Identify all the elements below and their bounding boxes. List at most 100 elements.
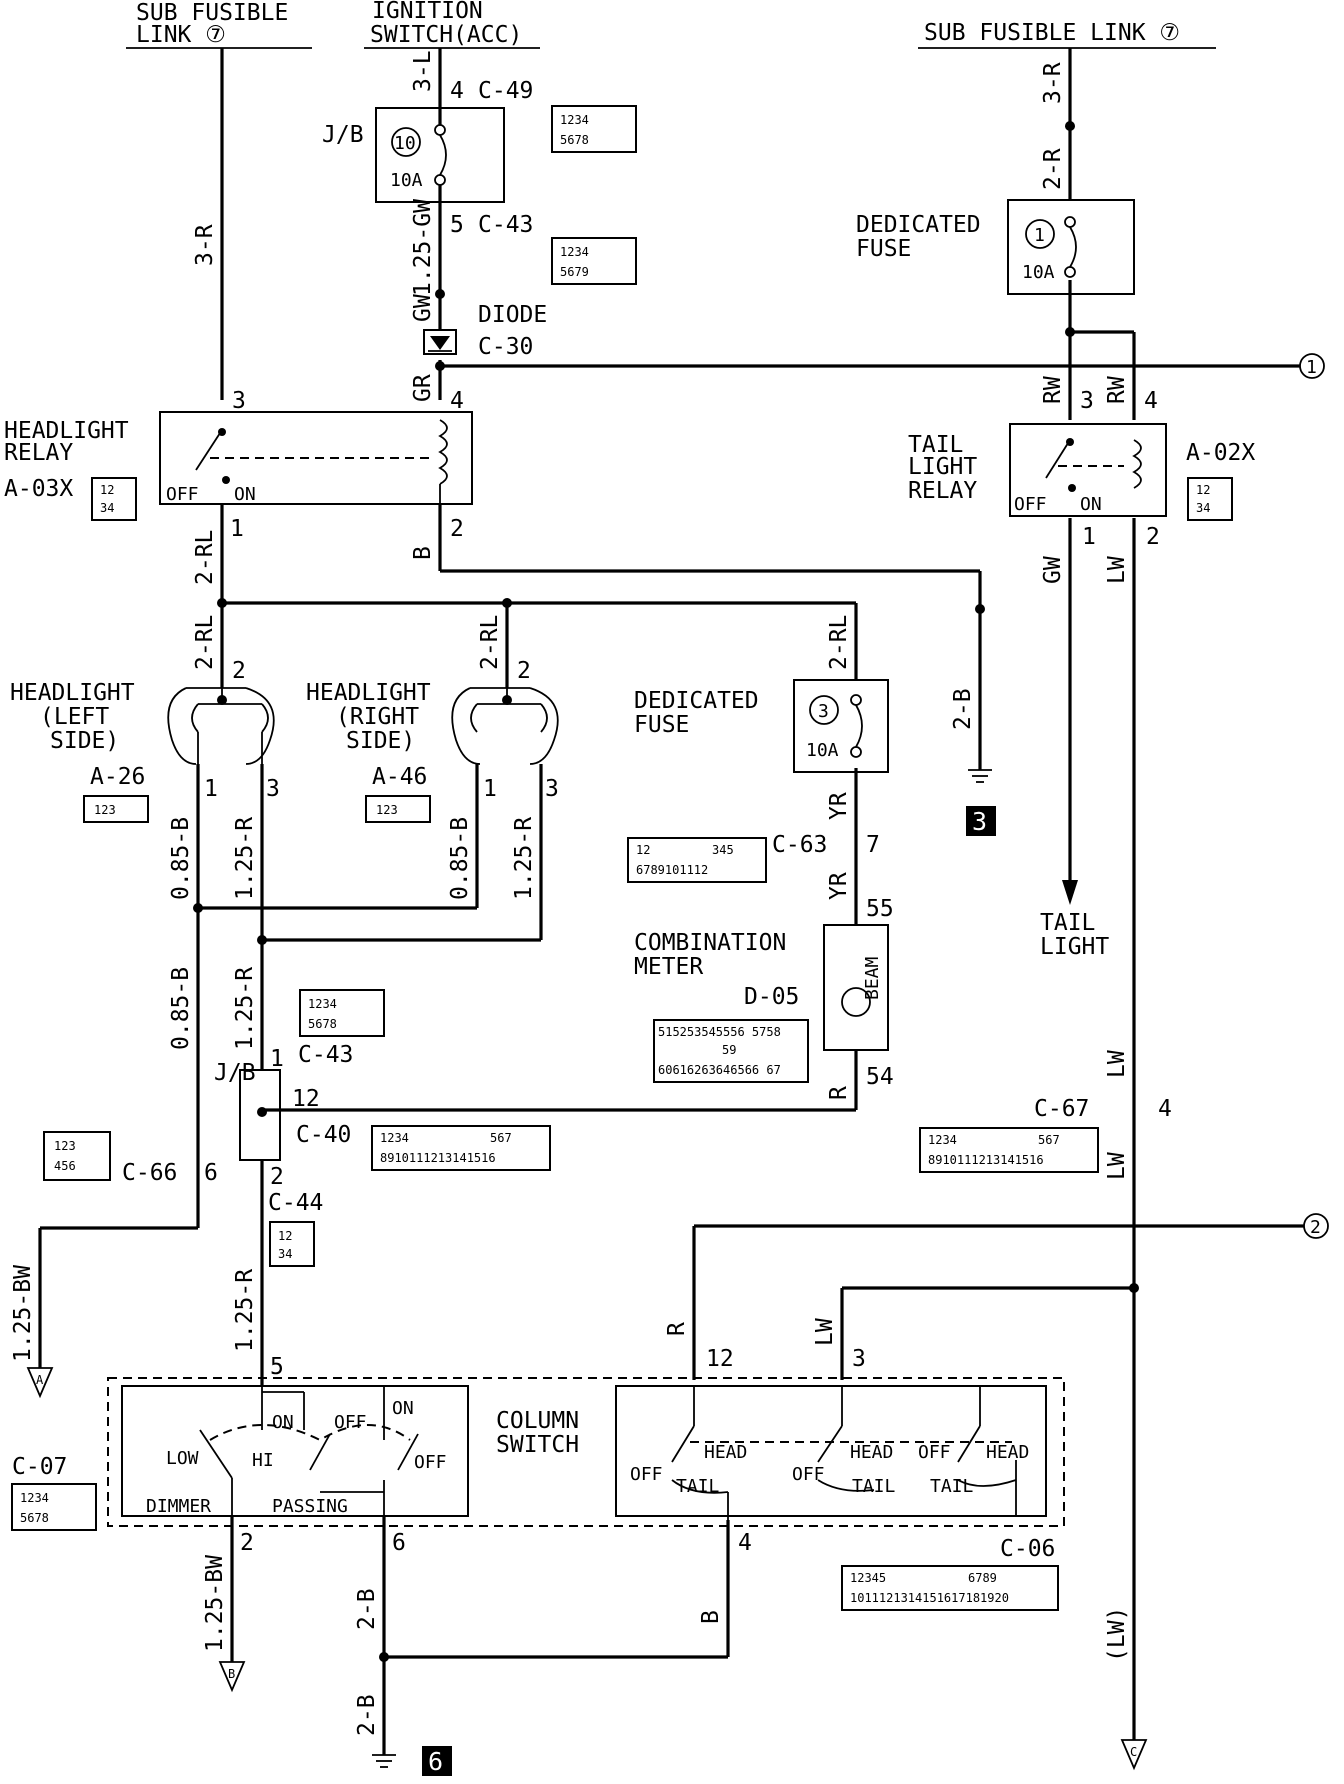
svg-text:COLUMN: COLUMN [496,1408,579,1434]
svg-text:5678: 5678 [560,133,589,147]
svg-text:A-03X: A-03X [4,476,73,502]
svg-text:345: 345 [712,843,734,857]
svg-text:6: 6 [392,1530,406,1556]
svg-text:HEADLIGHT: HEADLIGHT [4,418,129,444]
svg-text:2: 2 [1310,1217,1321,1238]
svg-text:YR: YR [826,792,852,820]
svg-text:RW: RW [1104,376,1130,404]
svg-text:2-B: 2-B [950,688,976,730]
svg-text:1: 1 [1034,225,1045,246]
tail-light: TAIL LIGHT [1040,880,1109,960]
svg-text:OFF: OFF [630,1464,663,1485]
terminal-a: A [26,1367,54,1399]
svg-text:LW: LW [1104,1050,1130,1078]
svg-text:LINK ⑦: LINK ⑦ [136,22,226,48]
sub-fusible-link-left-label: SUB FUSIBLE LINK ⑦ [126,0,312,49]
svg-text:TAIL: TAIL [1040,910,1095,936]
connector-labels: C-63 C-43 C-67 C-66 C-44 C-07 C-06 [12,832,1089,1562]
svg-text:10A: 10A [390,170,423,191]
svg-text:C-40: C-40 [296,1122,351,1148]
svg-text:0.85-B: 0.85-B [168,817,194,900]
svg-text:LW: LW [1104,1152,1130,1180]
svg-text:HI: HI [252,1450,274,1471]
connector-c07-grid: 1234 5678 [11,1483,97,1531]
svg-text:5678: 5678 [308,1017,337,1031]
svg-text:J/B: J/B [322,122,364,148]
svg-text:54: 54 [866,1064,894,1090]
svg-text:5679: 5679 [560,265,589,279]
svg-text:DIMMER: DIMMER [146,1496,211,1517]
svg-text:DIODE: DIODE [478,302,547,328]
svg-text:ON: ON [272,1412,294,1433]
svg-text:R: R [826,1086,852,1100]
svg-text:2: 2 [450,516,464,542]
svg-text:YR: YR [826,872,852,900]
svg-text:1234: 1234 [380,1131,409,1145]
svg-text:B: B [228,1667,235,1681]
svg-text:1234: 1234 [560,245,589,259]
svg-text:3: 3 [266,776,280,802]
svg-text:2: 2 [1146,524,1160,550]
connector-c40-grid: 1234 567 8910111213141516 [371,1125,551,1171]
svg-text:1: 1 [483,776,497,802]
svg-text:3: 3 [232,388,246,414]
pin-numbers: 3 4 1 2 3 4 1 2 2 1 3 2 1 3 7 55 54 1 12… [204,388,1172,1556]
connector-a02x-grid: 12 34 [1187,477,1233,521]
svg-text:4: 4 [1158,1096,1172,1122]
svg-text:1011121314151617181920: 1011121314151617181920 [850,1591,1009,1605]
svg-text:C-43: C-43 [478,212,533,238]
svg-text:OFF: OFF [334,1412,367,1433]
svg-text:PASSING: PASSING [272,1496,348,1517]
svg-text:6789: 6789 [968,1571,997,1585]
svg-text:5: 5 [450,212,464,238]
svg-text:GW: GW [1040,556,1066,584]
connector-c67-grid: 1234 567 8910111213141516 [919,1127,1099,1173]
connector-c43-top-grid: 1234 5679 [551,237,637,285]
headlight-right: HEADLIGHT (RIGHT SIDE) A-46 [306,680,559,790]
svg-text:2-B: 2-B [354,1694,380,1736]
svg-text:1.25-BW: 1.25-BW [202,1555,228,1652]
connector-a03x-grid: 12 34 [91,477,137,521]
svg-text:1234: 1234 [20,1491,49,1505]
svg-text:C-67: C-67 [1034,1096,1089,1122]
svg-text:2-RL: 2-RL [826,615,852,670]
svg-text:34: 34 [278,1247,292,1261]
svg-text:FUSE: FUSE [856,236,911,262]
svg-text:SUB FUSIBLE: SUB FUSIBLE [136,0,288,26]
svg-text:1: 1 [270,1046,284,1072]
svg-text:5: 5 [270,1354,284,1380]
svg-text:1234: 1234 [560,113,589,127]
jb-top-fuse-block: J/B 10 10A [322,95,505,203]
svg-text:567: 567 [1038,1133,1060,1147]
svg-text:12345: 12345 [850,1571,886,1585]
terminal-1: 1 [1299,353,1325,379]
svg-text:R: R [664,1322,690,1336]
svg-text:LIGHT: LIGHT [1040,934,1109,960]
svg-text:(LEFT: (LEFT [40,704,109,730]
svg-text:6: 6 [204,1160,218,1186]
connector-c63-grid: 12 345 6789101112 [627,837,767,883]
connector-c06-grid: 12345 6789 1011121314151617181920 [841,1565,1059,1611]
svg-text:123: 123 [94,803,116,817]
svg-text:ON: ON [1080,494,1102,515]
svg-text:C-44: C-44 [268,1190,323,1216]
svg-text:IGNITION: IGNITION [372,0,483,24]
svg-text:1: 1 [204,776,218,802]
terminal-b: B [218,1661,246,1693]
svg-text:C-06: C-06 [1000,1536,1055,1562]
svg-text:TAIL: TAIL [852,1476,896,1497]
svg-text:1234: 1234 [928,1133,957,1147]
svg-text:1.25-R: 1.25-R [511,817,537,900]
dedicated-fuse-3: DEDICATED FUSE 3 10A [634,679,889,773]
svg-text:(LW): (LW) [1104,1607,1130,1662]
svg-text:2-RL: 2-RL [192,530,218,585]
svg-text:4: 4 [1144,388,1158,414]
svg-text:(RIGHT: (RIGHT [336,704,419,730]
diode: DIODE C-30 [423,302,547,360]
svg-text:A-46: A-46 [372,764,427,790]
svg-text:RELAY: RELAY [4,440,73,466]
svg-text:3: 3 [818,701,829,722]
svg-text:4: 4 [450,388,464,414]
svg-text:12: 12 [636,843,650,857]
